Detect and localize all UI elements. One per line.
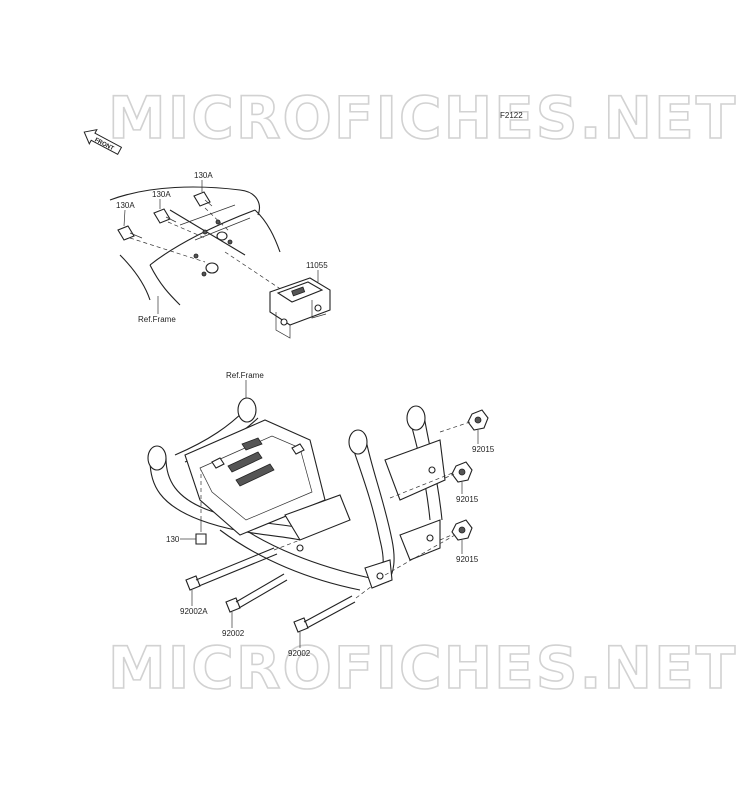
bolt-130a-top xyxy=(193,191,213,207)
label-92015-bottom: 92015 xyxy=(456,555,479,564)
bolt-92002a xyxy=(185,547,278,591)
bolt-130a-left xyxy=(117,225,143,241)
label-ref-frame-lower: Ref.Frame xyxy=(226,371,264,380)
label-92002-mid: 92002 xyxy=(222,629,245,638)
label-11055: 11055 xyxy=(306,261,328,270)
label-92002a: 92002A xyxy=(180,607,208,616)
label-92002-right: 92002 xyxy=(288,649,311,658)
bolt-92002-right xyxy=(293,595,356,633)
frame-guard-assembly xyxy=(147,397,446,591)
watermark-top: MICROFICHES.NET xyxy=(108,84,737,152)
bolt-92002-mid xyxy=(225,573,288,613)
label-130a-top: 130A xyxy=(194,171,213,180)
label-130a-mid: 130A xyxy=(152,190,171,199)
bolt-130 xyxy=(195,520,207,545)
label-ref-frame-upper: Ref.Frame xyxy=(138,315,176,324)
watermark-bottom: MICROFICHES.NET xyxy=(108,634,737,702)
upper-frame-detail xyxy=(109,186,286,306)
nut-92015-mid xyxy=(451,461,473,483)
label-130a-left: 130A xyxy=(116,201,135,210)
label-130: 130 xyxy=(166,535,180,544)
nut-92015-top xyxy=(467,409,489,431)
nut-92015-bottom xyxy=(451,519,473,541)
bracket-11055 xyxy=(269,277,331,339)
label-92015-top: 92015 xyxy=(472,445,495,454)
bolt-130a-mid xyxy=(153,208,177,224)
label-92015-mid: 92015 xyxy=(456,495,479,504)
figure-code: F2122 xyxy=(500,111,523,120)
